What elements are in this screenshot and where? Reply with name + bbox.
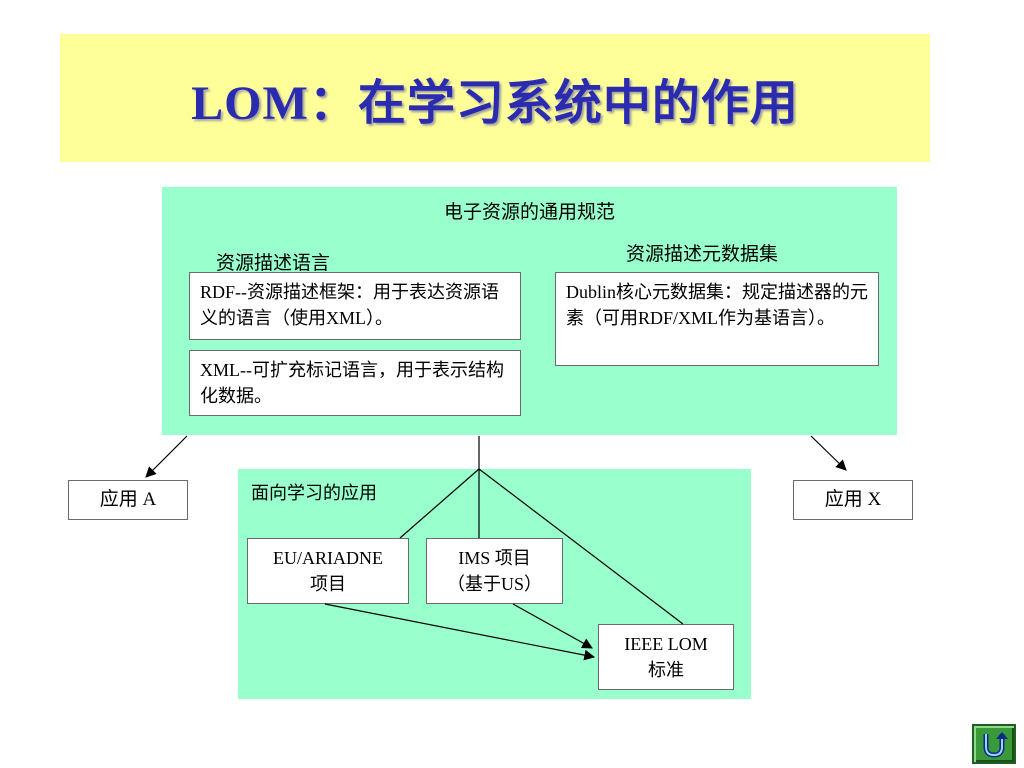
ims-project-line1: IMS 项目 [458,548,531,568]
ieee-lom-line2: 标准 [648,660,684,680]
title-band [60,34,930,162]
dublin-core-box: Dublin核心元数据集：规定描述器的元素（可用RDF/XML作为基语言）。 [555,272,879,366]
description-language-label: 资源描述语言 [216,253,331,274]
arrow-to-application-x [810,435,847,471]
link-to-ariadne [399,468,480,539]
rdf-box: RDF--资源描述框架：用于表达资源语义的语言（使用XML）。 [189,272,521,340]
application-x-box: 应用 X [793,480,913,520]
ariadne-project-line1: EU/ARIADNE [273,548,383,568]
ariadne-project-line2: 项目 [310,574,346,594]
metadata-set-label: 资源描述元数据集 [626,244,779,265]
return-button[interactable] [972,724,1016,764]
ariadne-project-box: EU/ARIADNE 项目 [247,538,409,604]
ieee-lom-line1: IEEE LOM [624,634,708,654]
arrow-ims-to-ieee [512,603,593,649]
ims-project-line2: （基于US） [446,574,542,594]
learning-applications-heading: 面向学习的应用 [251,483,377,503]
slide-title: LOM：在学习系统中的作用 [191,77,799,130]
link-to-ieee [478,468,684,625]
arrow-to-application-a [145,435,188,478]
ieee-lom-box: IEEE LOM 标准 [598,624,734,690]
general-spec-heading: 电子资源的通用规范 [443,202,615,223]
application-a-box: 应用 A [68,480,188,520]
xml-box: XML--可扩充标记语言，用于表示结构化数据。 [189,350,521,416]
return-u-turn-icon [983,732,1008,758]
arrow-ariadne-to-ieee [324,603,596,661]
ims-project-box: IMS 项目 （基于US） [426,538,563,604]
